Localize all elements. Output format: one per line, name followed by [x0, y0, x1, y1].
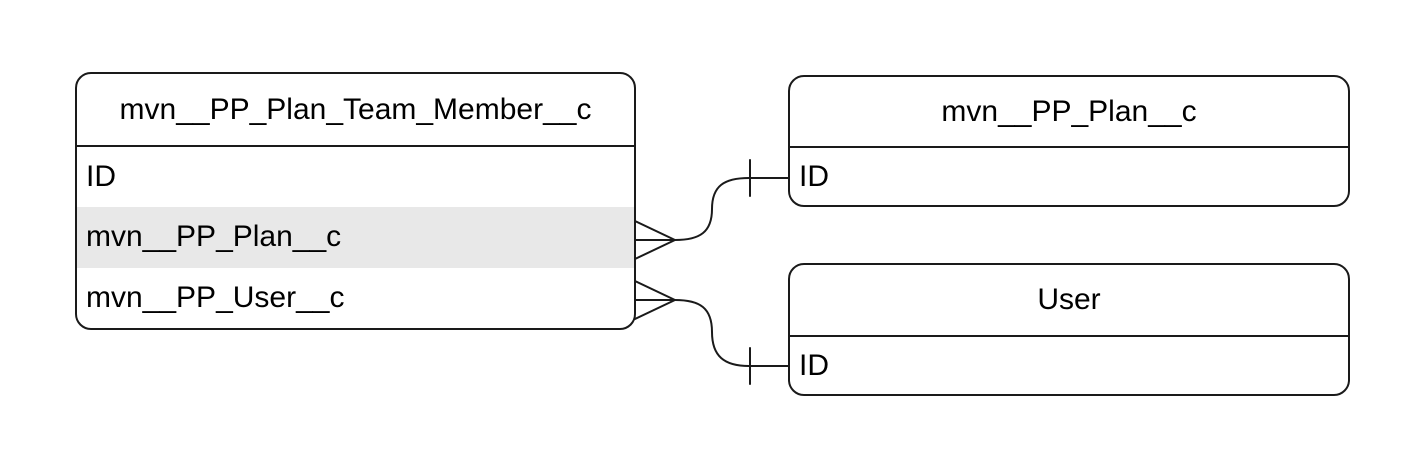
relationship-edge-user[interactable] [634, 280, 789, 385]
crows-foot-many-icon [634, 280, 676, 320]
entity-user[interactable]: User ID [788, 263, 1350, 396]
relationship-line[interactable] [674, 177, 789, 241]
field-row-user-lookup[interactable]: mvn__PP_User__c [77, 268, 634, 328]
entity-title: mvn__PP_Plan_Team_Member__c [77, 74, 634, 147]
field-label: ID [86, 160, 116, 194]
field-label: ID [799, 159, 829, 193]
entity-title: mvn__PP_Plan__c [790, 77, 1348, 148]
entity-plan-team-member[interactable]: mvn__PP_Plan_Team_Member__c ID mvn__PP_P… [75, 72, 636, 330]
field-row-id[interactable]: ID [77, 147, 634, 207]
field-label: ID [799, 348, 829, 382]
field-label: mvn__PP_User__c [86, 280, 345, 314]
relationship-edge-plan[interactable] [634, 159, 789, 260]
crows-foot-many-icon [634, 220, 676, 260]
entity-plan[interactable]: mvn__PP_Plan__c ID [788, 75, 1350, 207]
field-row-id[interactable]: ID [790, 148, 1348, 205]
relationship-line[interactable] [674, 299, 789, 367]
field-row-plan-lookup[interactable]: mvn__PP_Plan__c [77, 207, 634, 268]
field-row-id[interactable]: ID [790, 337, 1348, 394]
field-label: mvn__PP_Plan__c [86, 220, 342, 254]
entity-title: User [790, 265, 1348, 337]
